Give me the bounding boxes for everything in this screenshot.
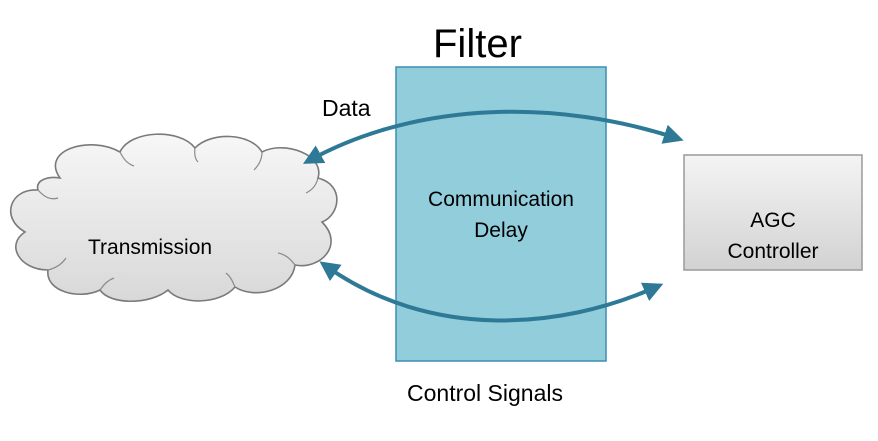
agc-controller-box bbox=[683, 154, 863, 271]
communication-delay-line1: Communication bbox=[428, 188, 574, 211]
filter-title: Filter bbox=[433, 22, 522, 66]
control-signals-arrow bbox=[319, 261, 664, 323]
control-signals-label: Control Signals bbox=[407, 380, 563, 406]
communication-delay-label: Communication Delay bbox=[396, 184, 606, 246]
data-label: Data bbox=[322, 95, 371, 121]
data-arrow bbox=[302, 109, 684, 164]
agc-controller-line1: AGC bbox=[750, 209, 796, 232]
agc-controller-line2: Controller bbox=[727, 240, 819, 263]
communication-delay-line2: Delay bbox=[474, 219, 528, 242]
transmission-label: Transmission bbox=[88, 236, 213, 259]
transmission-cloud bbox=[9, 133, 338, 303]
agc-controller-label: AGC Controller bbox=[684, 205, 862, 267]
